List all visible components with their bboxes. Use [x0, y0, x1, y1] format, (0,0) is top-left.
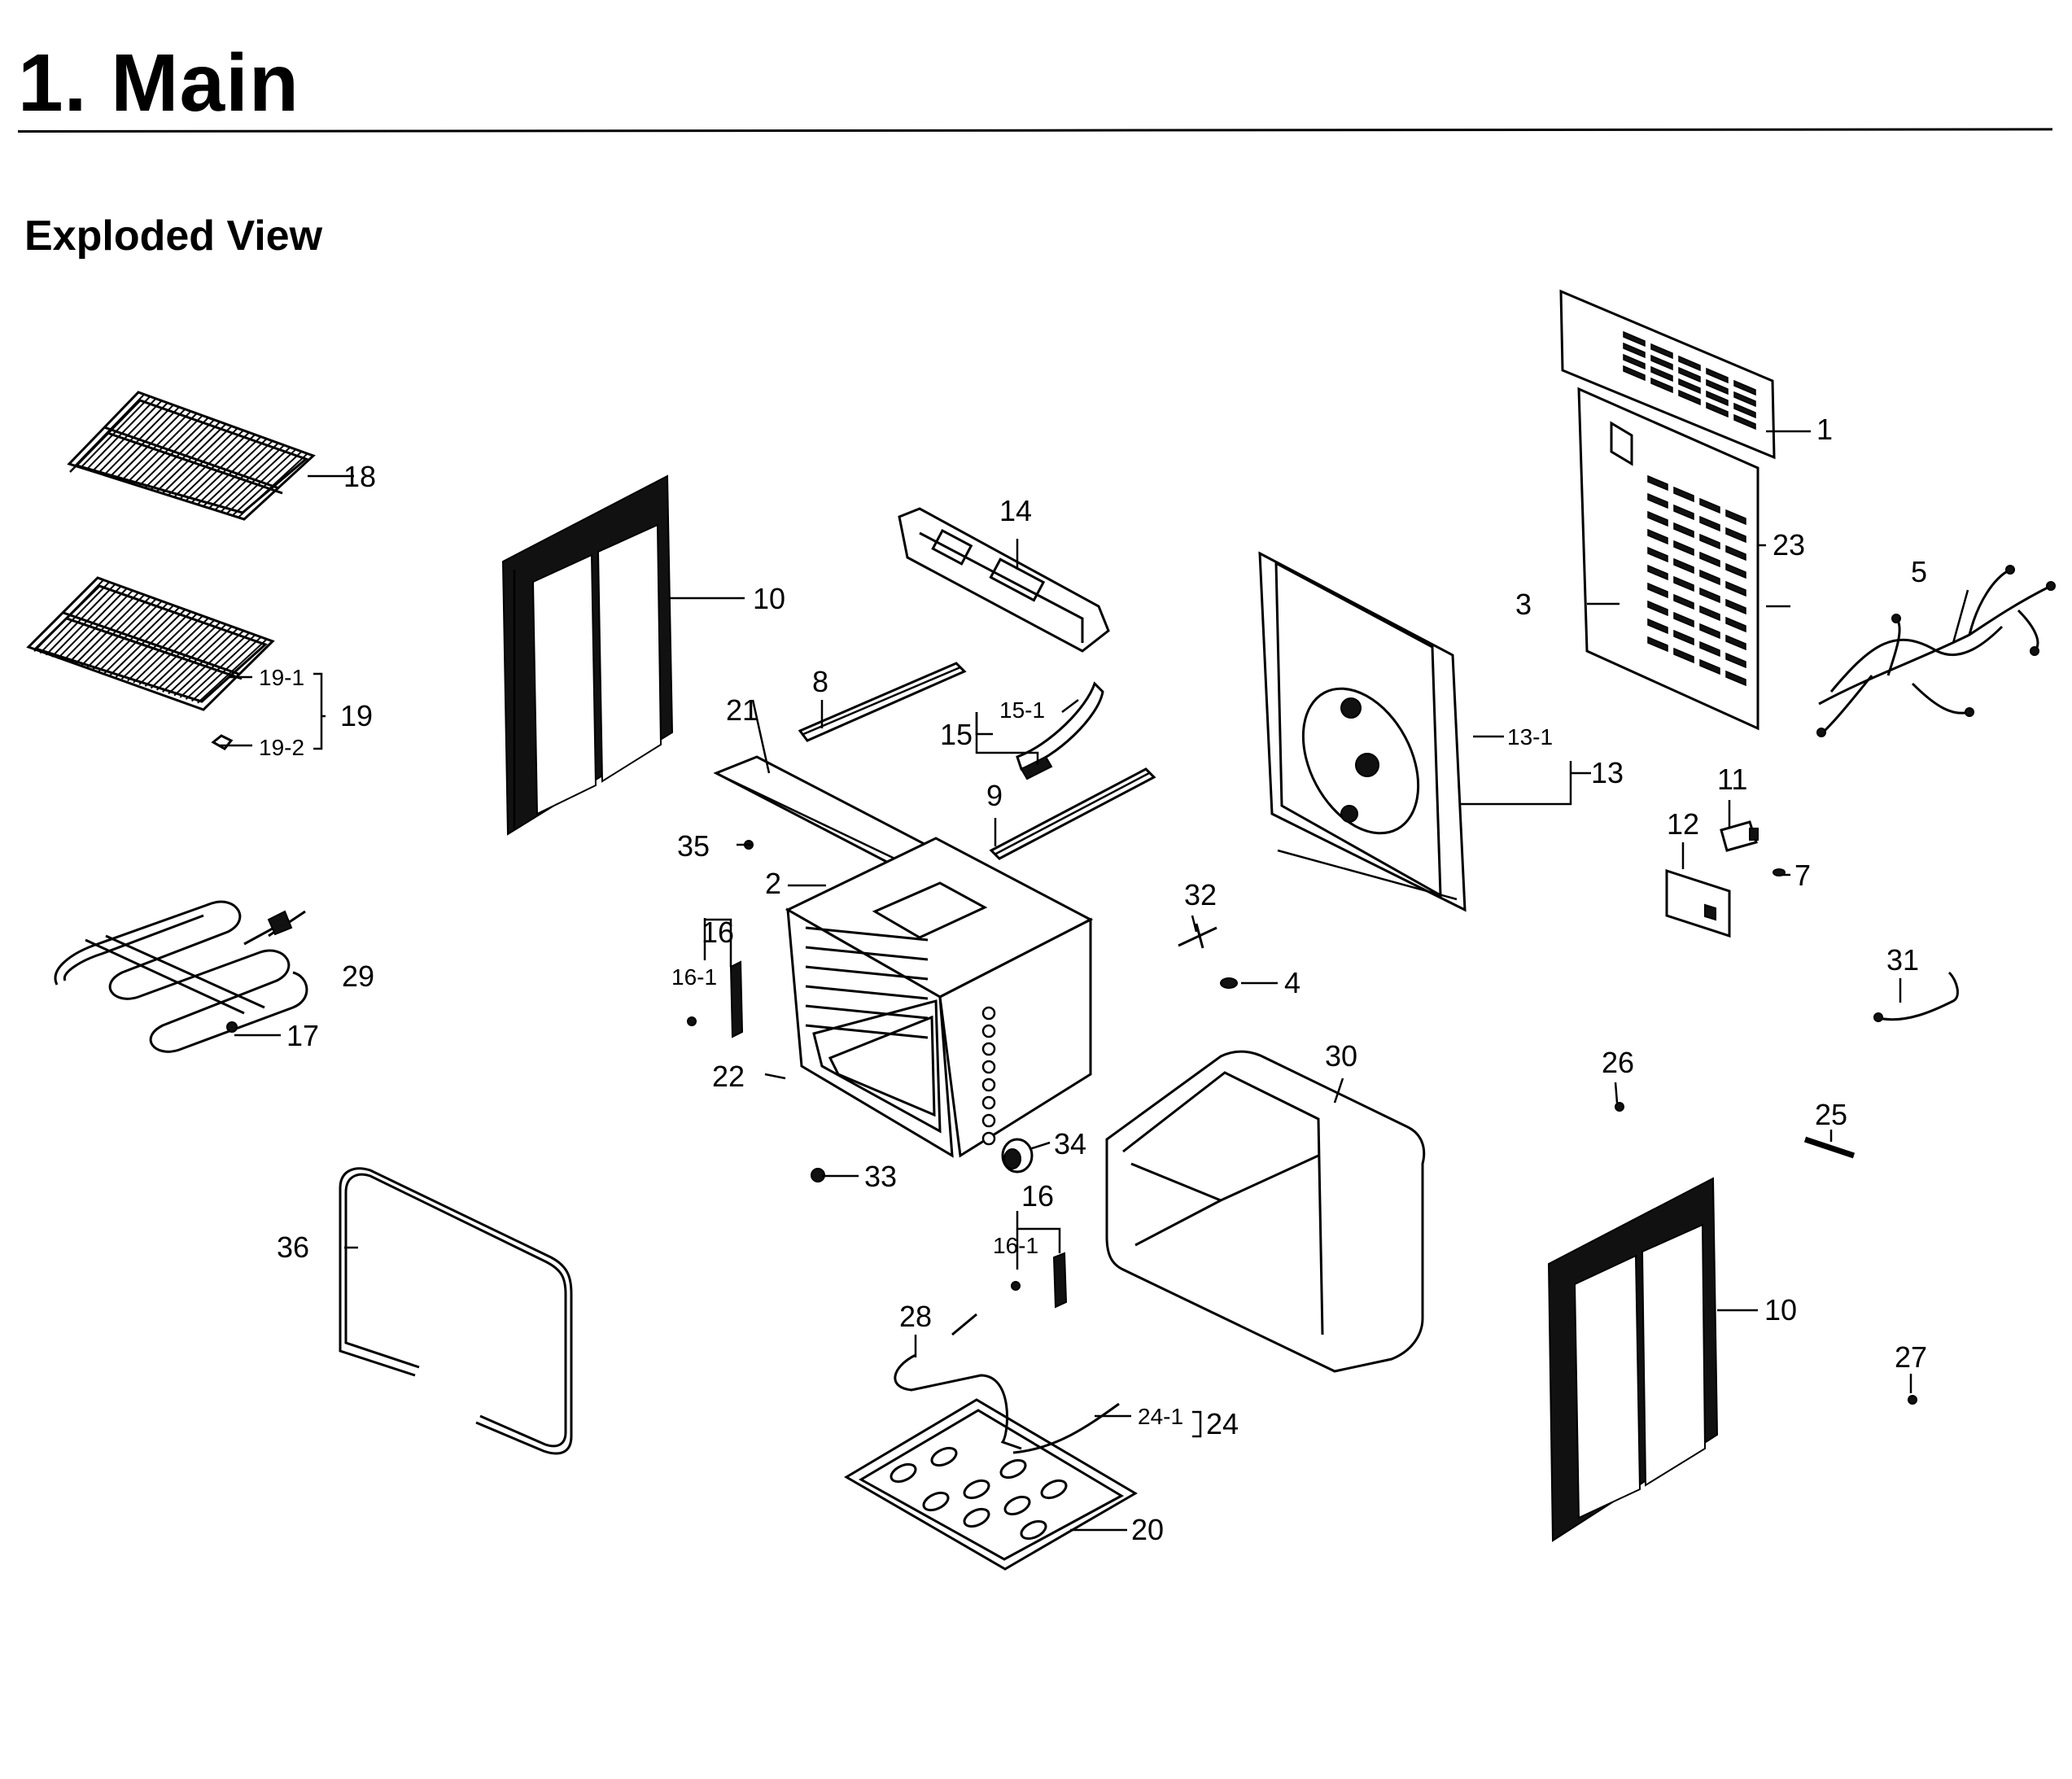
callout-18: 18: [343, 460, 376, 493]
part-20-bottom-pan: [844, 1398, 1138, 1571]
part-8-rail: [798, 662, 967, 742]
callout-13-1: 13-1: [1507, 724, 1553, 750]
part-16-hinge-bracket-b: [1011, 1252, 1068, 1309]
part-27-screw: [1908, 1395, 1917, 1405]
part-4-clip: [1220, 977, 1238, 989]
callout-16-a: 16: [702, 916, 734, 949]
part-29-broil-element: [54, 900, 308, 1053]
part-11-switch: [1720, 820, 1759, 852]
callout-14: 14: [999, 494, 1032, 527]
part-12-bracket-box: [1665, 868, 1731, 938]
callout-19-2: 19-2: [259, 735, 304, 760]
part-26-screw: [1615, 1102, 1624, 1112]
callout-10-left: 10: [753, 582, 785, 615]
part-18-oven-rack: [67, 391, 316, 521]
part-16-hinge-bracket-a: [687, 960, 744, 1038]
callout-24: 24: [1206, 1407, 1239, 1440]
part-28-sensor: [894, 1313, 1022, 1450]
callout-30: 30: [1325, 1039, 1357, 1073]
part-5-wire-harness: [1816, 565, 2056, 737]
callout-2: 2: [765, 867, 781, 900]
part-10-side-panel-left: [501, 474, 674, 836]
callout-19-1: 19-1: [259, 665, 304, 690]
callout-23: 23: [1773, 528, 1805, 562]
callout-8: 8: [812, 665, 828, 698]
part-13-back-frame: [1258, 551, 1467, 912]
part-32-pin: [1178, 923, 1217, 949]
part-34-knob: [1001, 1138, 1034, 1174]
callout-21: 21: [726, 693, 758, 727]
callout-3: 3: [1515, 588, 1532, 621]
callout-16-b: 16: [1021, 1179, 1054, 1213]
page-title: 1. Main: [18, 37, 299, 129]
part-9-rail: [989, 767, 1156, 860]
callout-9: 9: [986, 779, 1003, 812]
callout-10-right: 10: [1764, 1293, 1797, 1327]
callout-29: 29: [342, 959, 374, 993]
part-10-side-panel-right: [1547, 1177, 1719, 1542]
callout-13: 13: [1591, 756, 1624, 789]
callout-25: 25: [1815, 1098, 1847, 1131]
callout-35: 35: [677, 829, 710, 863]
part-36-gasket: [339, 1167, 573, 1455]
callout-27: 27: [1895, 1340, 1927, 1374]
callout-33: 33: [864, 1160, 897, 1193]
part-23-rear-panel: [1577, 387, 1759, 731]
callout-20: 20: [1131, 1513, 1164, 1546]
part-1-back-cover: [1559, 289, 1776, 460]
callout-4: 4: [1284, 966, 1300, 999]
callout-22: 22: [712, 1060, 745, 1093]
part-19-oven-rack: [26, 576, 275, 750]
callout-32: 32: [1184, 878, 1217, 911]
callout-5: 5: [1911, 555, 1927, 588]
callout-16-1-a: 16-1: [671, 964, 717, 990]
part-2-oven-cavity: [785, 837, 1094, 1158]
callout-15-1: 15-1: [999, 697, 1045, 723]
callout-36: 36: [277, 1230, 309, 1264]
callout-19: 19: [340, 699, 373, 732]
callout-17: 17: [286, 1019, 319, 1052]
callout-1: 1: [1816, 413, 1833, 446]
part-14-bracket: [898, 507, 1110, 653]
part-31-wire: [1873, 971, 1959, 1022]
callout-labels: 1 2 3 4 5 7 8 9 10 10 11 12 13 13-1 14 1…: [259, 413, 1927, 1546]
section-subtitle: Exploded View: [24, 212, 323, 260]
callout-12: 12: [1667, 807, 1699, 841]
part-7-clip: [1773, 868, 1786, 876]
leader-lines: [220, 430, 1969, 1532]
callout-7: 7: [1794, 859, 1811, 892]
callout-16-1-b: 16-1: [993, 1233, 1038, 1258]
callout-26: 26: [1602, 1046, 1634, 1079]
callout-28: 28: [899, 1300, 932, 1333]
callout-11: 11: [1717, 763, 1747, 796]
part-25-rod: [1803, 1136, 1856, 1159]
callout-24-1: 24-1: [1138, 1404, 1183, 1429]
part-30-insulation: [1105, 1050, 1426, 1373]
callout-31: 31: [1886, 943, 1919, 977]
callout-34: 34: [1054, 1127, 1086, 1161]
part-24-igniter-lead: [1012, 1402, 1120, 1454]
callout-15: 15: [940, 718, 973, 751]
